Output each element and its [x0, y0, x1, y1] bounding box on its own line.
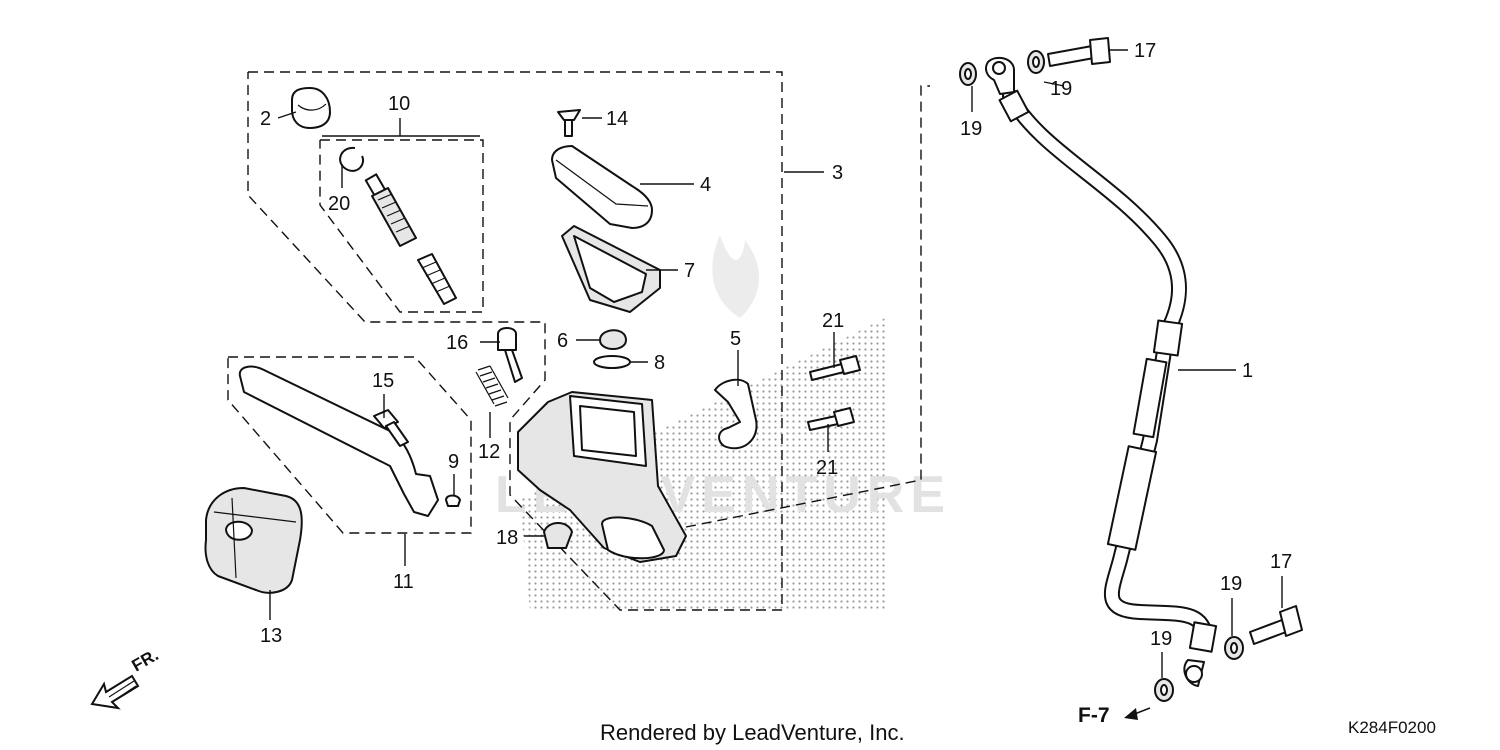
snap-ring	[339, 146, 364, 172]
cylinder-cap	[543, 522, 573, 549]
reference-arrow-icon	[1124, 707, 1151, 720]
sealing-washer-3	[1224, 636, 1244, 660]
callout-19-c: 19	[1220, 573, 1242, 595]
lever-nut	[445, 494, 461, 507]
callout-20: 20	[328, 193, 350, 215]
callout-19-b: 19	[1050, 78, 1072, 100]
rendered-by-credit: Rendered by LeadVenture, Inc.	[600, 720, 905, 745]
callout-14: 14	[606, 108, 628, 130]
master-cylinder-holder	[714, 378, 758, 450]
callout-10: 10	[388, 93, 410, 115]
callout-21-lower: 21	[816, 457, 838, 479]
callout-17-upper: 17	[1134, 40, 1156, 62]
reference-label: F-7	[1078, 704, 1110, 727]
callout-18: 18	[496, 527, 518, 549]
front-direction-label: FR.	[129, 645, 162, 675]
callout-7: 7	[684, 260, 695, 282]
sealing-washer-2	[1027, 50, 1045, 74]
leader-lines	[269, 49, 1283, 678]
return-spring	[475, 365, 509, 407]
reservoir-screw	[557, 109, 581, 137]
callout-6: 6	[557, 330, 568, 352]
callout-11: 11	[393, 571, 414, 593]
sealing-washer-4	[1154, 678, 1174, 702]
lever-set-outline	[227, 356, 472, 534]
pivot-bolt	[497, 327, 523, 383]
callout-19-d: 19	[1150, 628, 1172, 650]
callout-4: 4	[700, 174, 711, 196]
callout-5: 5	[730, 328, 741, 350]
callout-15: 15	[372, 370, 394, 392]
brake-hose	[985, 56, 1218, 687]
retaining-ring	[593, 355, 631, 369]
master-cylinder-body	[517, 391, 687, 563]
callout-2: 2	[260, 108, 271, 130]
callout-9: 9	[448, 451, 459, 473]
callout-1: 1	[1242, 360, 1253, 382]
front-direction-arrow-icon	[90, 674, 140, 710]
boot-cap	[291, 87, 331, 129]
oil-bolt-lower	[1249, 605, 1303, 645]
callout-3: 3	[832, 162, 843, 184]
callout-17-lower: 17	[1270, 551, 1292, 573]
callout-16: 16	[446, 332, 468, 354]
lever-cover	[204, 487, 303, 594]
callout-8: 8	[654, 352, 665, 374]
holder-bolt-lower	[807, 407, 855, 431]
diaphragm-plate	[561, 225, 661, 313]
piston-set	[364, 173, 457, 305]
master-cylinder-assembly-outline	[247, 71, 783, 611]
reservoir-cap	[551, 145, 653, 229]
piston-set-outline	[319, 139, 484, 313]
diagram-code: K284F0200	[1348, 718, 1436, 737]
callout-13: 13	[260, 625, 282, 647]
reservoir-boot	[599, 329, 627, 350]
hose-connection-outline	[685, 85, 930, 528]
oil-bolt-upper	[1047, 37, 1111, 67]
callout-21-upper: 21	[822, 310, 844, 332]
callout-19-a: 19	[960, 118, 982, 140]
sealing-washer-1	[959, 62, 977, 86]
callout-12: 12	[478, 441, 500, 463]
holder-bolt-upper	[809, 355, 861, 381]
